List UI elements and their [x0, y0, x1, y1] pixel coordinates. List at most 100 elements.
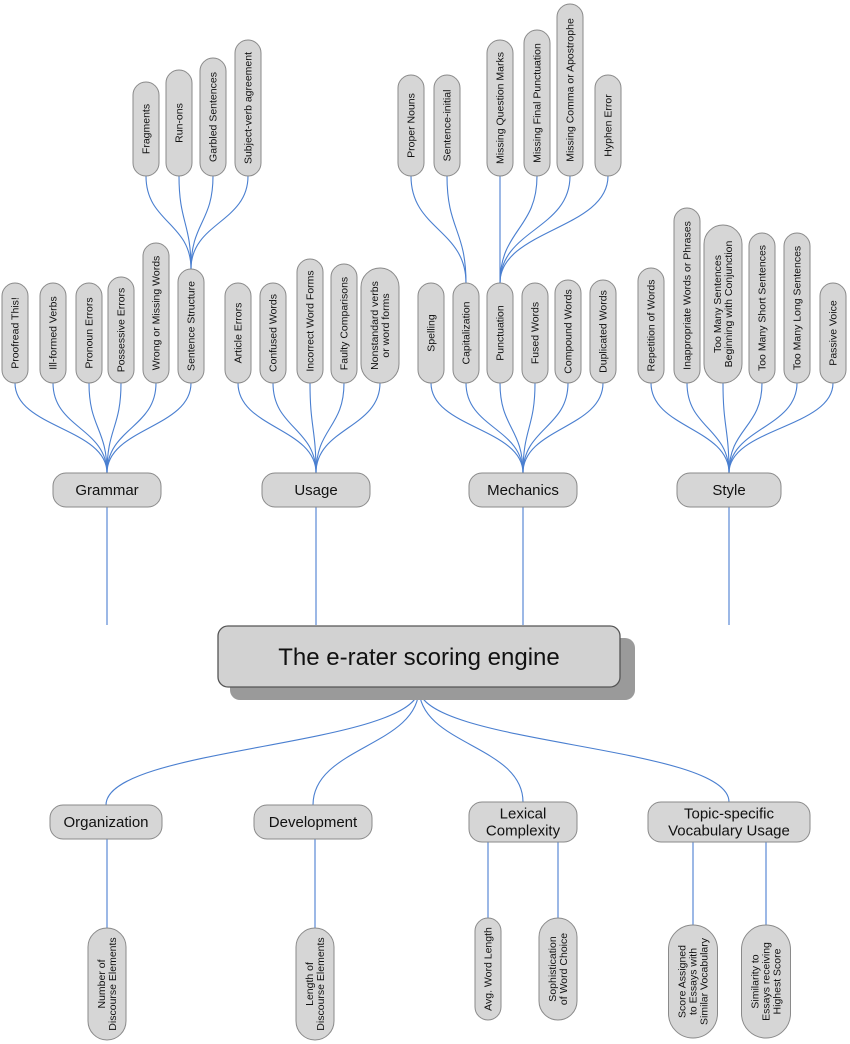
connector-mechanics	[522, 382, 569, 474]
connector-root-development	[312, 687, 420, 806]
diagram-nodes: The e-rater scoring engineGrammarProofre…	[1, 3, 847, 1041]
pill-shape	[589, 279, 617, 384]
feature-label-line: Similarity to	[750, 954, 762, 1008]
feature-label-line: Garbled Sentences	[208, 72, 220, 162]
pill-shape	[330, 263, 358, 384]
feature-label-line: Sophistication	[547, 936, 559, 1002]
feature-pill-sophistication-of-word-choice: Sophisticationof Word Choice	[538, 917, 578, 1021]
feature-label: Repetition of Words	[646, 279, 658, 371]
feature-pill-nonstandard-verbs-or-word-forms: Nonstandard verbsor word forms	[360, 267, 400, 384]
pill-shape	[142, 242, 170, 384]
connector-style	[728, 382, 798, 474]
pill-shape	[87, 927, 127, 1041]
feature-label: Number ofDiscourse Elements	[96, 937, 119, 1030]
pill-shape	[177, 268, 205, 384]
pill-shape	[433, 74, 461, 177]
feature-pill-fused-words: Fused Words	[521, 282, 549, 384]
category-shape	[253, 804, 373, 840]
pill-shape	[748, 232, 776, 384]
feature-label-line: Similar Vocabulary	[699, 937, 711, 1025]
feature-pill-repetition-of-words: Repetition of Words	[637, 267, 665, 384]
feature-pill-too-many-short-sentences: Too Many Short Sentences	[748, 232, 776, 384]
feature-label: Length ofDiscourse Elements	[304, 937, 327, 1030]
root-box	[217, 625, 621, 688]
pill-shape	[199, 57, 227, 177]
feature-pill-avg-word-length: Avg. Word Length	[474, 917, 502, 1021]
category-shape	[676, 472, 782, 508]
category-shape	[261, 472, 371, 508]
feature-label: Sentence Structure	[186, 281, 198, 371]
feature-pill-ill-formed-verbs: Ill-formed Verbs	[39, 282, 67, 384]
feature-label: Run-ons	[174, 103, 186, 143]
connector-usage	[315, 382, 345, 474]
feature-pill-article-errors: Article Errors	[224, 282, 252, 384]
feature-label: Spelling	[426, 314, 438, 352]
connector-mechanics	[499, 382, 524, 474]
feature-label: Sentence-initial	[442, 90, 454, 162]
feature-label-line: Missing Question Marks	[495, 52, 507, 164]
feature-pill-similarity-to-essays-receiving-highest-score: Similarity toEssays receivingHighest Sco…	[741, 924, 791, 1039]
connector-grammar	[106, 382, 157, 474]
feature-label-line: Too Many Short Sentences	[757, 245, 769, 371]
feature-label: Garbled Sentences	[208, 72, 220, 162]
feature-label: Pronoun Errors	[84, 297, 96, 368]
feature-label-line: Sentence Structure	[186, 281, 198, 371]
pill-shape	[224, 282, 252, 384]
pill-shape	[523, 29, 551, 177]
pill-shape	[556, 3, 584, 177]
feature-label-line: Avg. Word Length	[483, 927, 495, 1011]
connector-sub	[499, 175, 571, 284]
feature-label: Wrong or Missing Words	[151, 256, 163, 371]
category-organization: Organization	[49, 804, 163, 840]
pill-shape	[486, 39, 514, 177]
category-label-line: Lexical	[500, 806, 547, 823]
feature-pill-compound-words: Compound Words	[554, 279, 582, 384]
category-label-line: Development	[269, 814, 358, 831]
category-label-line: Complexity	[486, 823, 561, 840]
connector-grammar	[52, 382, 108, 474]
connector-grammar	[106, 382, 192, 474]
connector-sub	[446, 175, 467, 284]
feature-label-line: Length of	[304, 962, 316, 1006]
feature-label: Fragments	[141, 104, 153, 154]
connector-sub	[410, 175, 467, 284]
feature-label-line: Essays receiving	[761, 942, 773, 1021]
feature-label: Proofread This!	[10, 297, 22, 369]
feature-label-line: Proofread This!	[10, 297, 22, 369]
feature-label: Capitalization	[461, 301, 473, 364]
pill-shape	[452, 282, 480, 384]
feature-label-line: Passive Voice	[828, 300, 840, 366]
feature-label-line: Hyphen Error	[603, 94, 615, 157]
feature-pill-spelling: Spelling	[417, 282, 445, 384]
connector-mechanics	[522, 382, 536, 474]
feature-label-line: Fused Words	[530, 302, 542, 364]
feature-label: Too Many Short Sentences	[757, 245, 769, 371]
pill-shape	[165, 69, 193, 177]
feature-label-line: Inappropriate Words or Phrases	[682, 221, 694, 370]
category-label-line: Usage	[294, 482, 337, 499]
feature-label: Nonstandard verbsor word forms	[369, 281, 392, 370]
feature-label: Possessive Errors	[116, 288, 128, 373]
feature-label: Too Many Long Sentences	[792, 246, 804, 370]
connector-style	[728, 382, 834, 474]
connector-style	[728, 382, 763, 474]
connector-usage	[309, 382, 317, 474]
pill-shape	[554, 279, 582, 384]
connector-sub	[499, 175, 609, 284]
feature-label-line: Punctuation	[495, 305, 507, 361]
feature-label: Score Assignedto Essays withSimilar Voca…	[677, 937, 711, 1025]
feature-label-line: Compound Words	[563, 289, 575, 373]
feature-label-line: Spelling	[426, 314, 438, 352]
connector-grammar	[14, 382, 108, 474]
feature-label-line: Confused Words	[268, 294, 280, 372]
feature-label: Fused Words	[530, 302, 542, 364]
feature-pill-duplicated-words: Duplicated Words	[589, 279, 617, 384]
feature-label: Similarity toEssays receivingHighest Sco…	[750, 942, 784, 1021]
pill-shape	[397, 74, 425, 177]
feature-pill-fragments: Fragments	[132, 81, 160, 177]
root-node: The e-rater scoring engine	[217, 625, 635, 700]
feature-label-line: Nonstandard verbs	[369, 281, 381, 370]
